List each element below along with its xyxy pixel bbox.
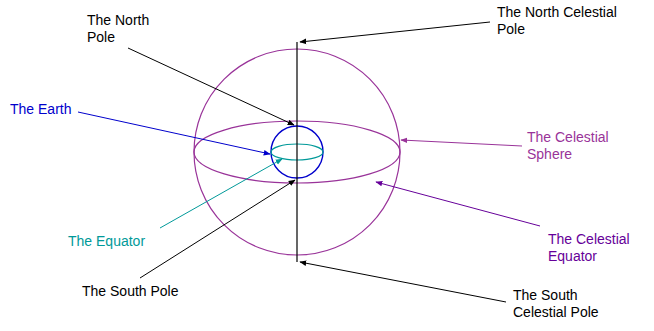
leader-line: [78, 112, 270, 154]
leader-line: [376, 182, 540, 226]
part-label: The Celestial Sphere: [527, 129, 637, 163]
leader-line: [401, 140, 522, 146]
rotation-axis: [296, 42, 297, 262]
part-label: The Earth: [10, 101, 110, 118]
leader-line: [300, 262, 506, 302]
part-label: The North Celestial Pole: [497, 4, 617, 38]
part-label: The North Pole: [87, 12, 167, 46]
part-label: The Equator: [68, 233, 168, 250]
leader-line: [300, 22, 490, 42]
part-label: The Celestial Equator: [548, 231, 648, 265]
part-label: The South Pole: [82, 283, 192, 300]
leader-line: [140, 180, 295, 278]
leader-line: [160, 159, 282, 228]
part-label: The South Celestial Pole: [513, 287, 633, 321]
leader-line: [128, 48, 294, 125]
